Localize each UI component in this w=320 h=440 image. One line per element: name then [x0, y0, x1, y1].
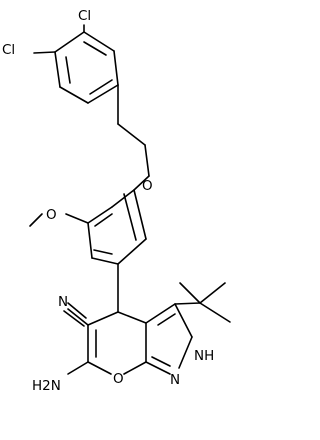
bond — [174, 303, 193, 338]
bond — [33, 51, 56, 54]
bond — [117, 311, 147, 324]
bond — [87, 311, 119, 326]
bond — [67, 308, 89, 326]
bond — [179, 282, 201, 304]
atom-label-methoxy-oxygen: O — [46, 207, 57, 223]
bond — [178, 336, 193, 369]
bond — [174, 302, 201, 305]
bond — [67, 361, 89, 375]
bond — [94, 213, 113, 227]
bond — [29, 213, 43, 227]
atom-label-ether-oxygen: O — [142, 178, 153, 194]
bond — [54, 31, 85, 53]
bond — [123, 361, 147, 375]
atom-label-nh: NH — [194, 348, 214, 364]
atom-labels: Cl Cl O O N NH N O H2N — [2, 8, 214, 394]
bond — [93, 249, 113, 255]
atom-label-cyano-nitrogen: N — [58, 294, 68, 310]
bond — [87, 84, 119, 104]
bond — [199, 282, 226, 304]
bond — [145, 303, 176, 324]
bond — [144, 144, 150, 177]
bond — [133, 175, 150, 191]
bond — [67, 302, 87, 319]
chemical-structure: Cl Cl O O N NH N O H2N — [2, 8, 231, 394]
bond — [65, 213, 89, 224]
bond — [91, 257, 119, 265]
bond — [199, 302, 231, 323]
atom-label-cl-left: Cl — [2, 42, 15, 58]
bond — [111, 189, 135, 208]
bond — [87, 206, 113, 224]
bond — [65, 56, 71, 84]
bond — [145, 361, 171, 375]
bonds — [29, 24, 231, 375]
bond — [63, 310, 85, 327]
bond — [113, 50, 119, 86]
bond — [54, 51, 61, 88]
bond — [83, 31, 115, 52]
bond — [117, 238, 147, 265]
bond — [123, 193, 137, 241]
bond — [133, 189, 147, 240]
bond — [59, 86, 89, 104]
bond — [117, 123, 146, 146]
bond — [87, 361, 112, 375]
bond — [87, 222, 93, 259]
atom-label-ring-oxygen: O — [113, 371, 124, 387]
bond — [157, 313, 176, 326]
atom-label-cl-top: Cl — [78, 8, 91, 24]
atom-label-n: N — [170, 372, 180, 388]
bond — [89, 79, 113, 95]
atom-label-amine: H2N — [32, 378, 61, 394]
bond — [83, 41, 107, 56]
bond — [151, 356, 171, 367]
